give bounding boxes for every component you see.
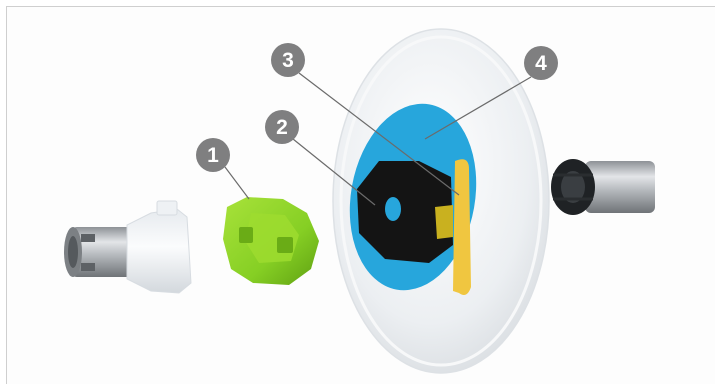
yellow-ring xyxy=(453,159,471,295)
callout-3-label: 3 xyxy=(282,49,294,72)
right-fitting-body xyxy=(585,161,655,213)
callout-1-label: 1 xyxy=(207,144,219,167)
callout-4-label: 4 xyxy=(535,52,547,75)
right-metal-fitting xyxy=(551,159,655,215)
leader-line-1 xyxy=(225,167,249,199)
green-insert xyxy=(223,197,319,285)
callout-4: 4 xyxy=(524,46,558,80)
left-fitting-slot-bottom xyxy=(81,263,95,271)
left-metal-fitting xyxy=(64,227,133,277)
callout-1: 1 xyxy=(196,138,230,172)
left-fitting-slot-top xyxy=(81,234,95,242)
black-seal-yellow-tab xyxy=(435,205,453,239)
callout-2-label: 2 xyxy=(276,116,288,139)
left-fitting-bore xyxy=(68,236,78,268)
callout-3: 3 xyxy=(271,43,305,77)
diagram-frame: 1 2 3 4 xyxy=(6,6,715,384)
black-seal-center-hole xyxy=(385,197,401,221)
green-insert-notch-left xyxy=(239,227,253,243)
green-insert-notch-right xyxy=(277,237,293,253)
exploded-view-diagram: 1 2 3 4 xyxy=(7,7,715,384)
callout-2: 2 xyxy=(265,110,299,144)
white-plastic-sleeve xyxy=(127,201,191,293)
